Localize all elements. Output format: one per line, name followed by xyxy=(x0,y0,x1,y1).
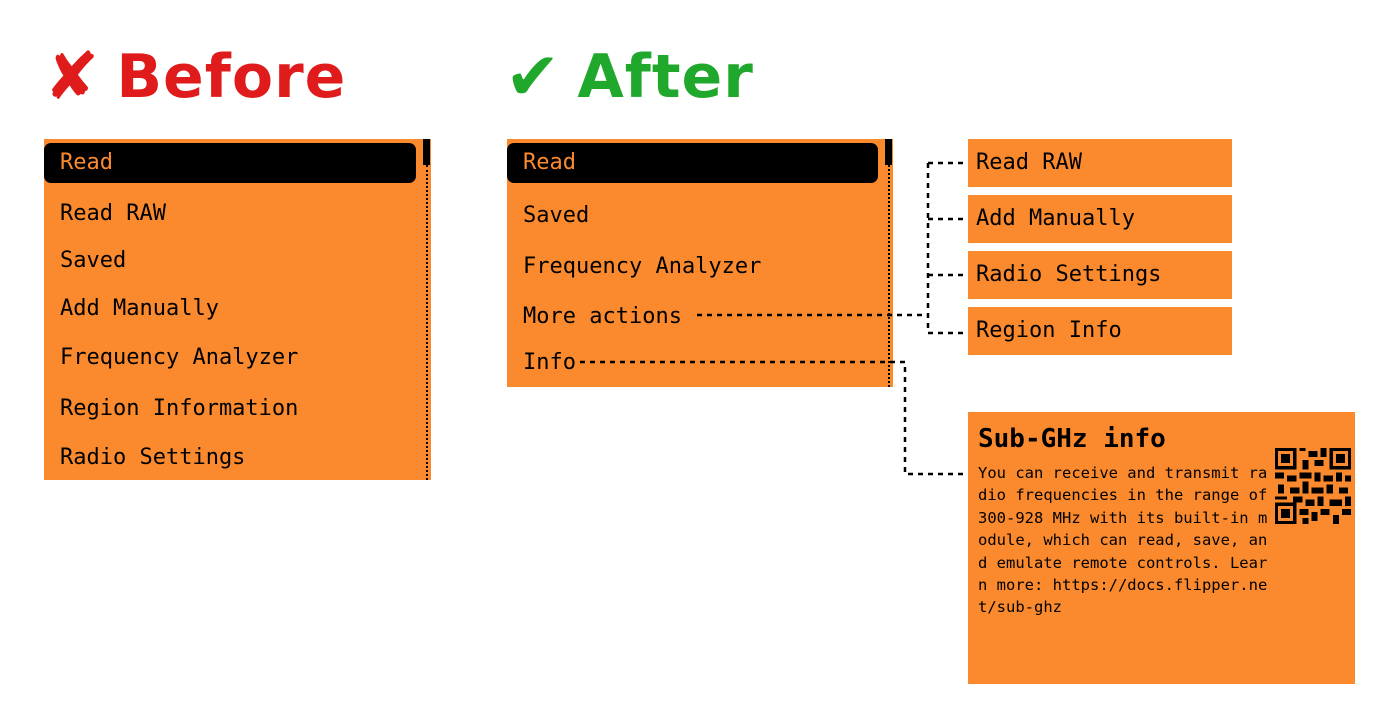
after-menu-item-info[interactable]: Info xyxy=(507,341,576,385)
sub-ghz-info-panel: Sub-GHz info You can receive and transmi… xyxy=(968,412,1355,684)
before-menu-item-frequency-analyzer[interactable]: Frequency Analyzer xyxy=(44,336,298,380)
menu-item-label: Add Manually xyxy=(60,296,219,321)
before-menu-item-read[interactable]: Read xyxy=(44,143,416,183)
info-title: Sub-GHz info xyxy=(978,424,1166,454)
submenu-item-region-info[interactable]: Region Info xyxy=(968,307,1232,355)
before-menu-item-read-raw[interactable]: Read RAW xyxy=(44,192,166,236)
menu-item-label: Read xyxy=(60,150,113,175)
submenu-item-read-raw[interactable]: Read RAW xyxy=(968,139,1232,187)
menu-item-label: Read xyxy=(523,150,576,175)
menu-item-label: Read RAW xyxy=(60,201,166,226)
after-menu-item-saved[interactable]: Saved xyxy=(507,194,589,238)
after-title: After xyxy=(577,42,754,112)
before-menu-item-radio-settings[interactable]: Radio Settings xyxy=(44,436,245,480)
after-heading: ✔ After xyxy=(505,44,754,110)
submenu-item-label: Read RAW xyxy=(976,150,1082,175)
menu-item-label: Frequency Analyzer xyxy=(60,345,299,370)
before-menu-item-region-information[interactable]: Region Information xyxy=(44,387,298,431)
menu-item-label: Saved xyxy=(523,203,590,228)
menu-item-label: More actions xyxy=(523,304,682,329)
before-title: Before xyxy=(116,42,347,112)
before-menu-screen: Read Read RAW Saved Add Manually Frequen… xyxy=(44,139,431,480)
menu-item-label: Saved xyxy=(60,248,127,273)
before-heading: ✘ Before xyxy=(44,44,346,110)
after-menu-item-read[interactable]: Read xyxy=(507,143,878,183)
scrollbar-track[interactable] xyxy=(426,165,428,480)
menu-item-label: Frequency Analyzer xyxy=(523,254,762,279)
after-menu-screen: Read Saved Frequency Analyzer More actio… xyxy=(507,139,893,387)
scrollbar-thumb[interactable] xyxy=(885,139,892,165)
scrollbar-track[interactable] xyxy=(888,165,890,387)
submenu-item-label: Add Manually xyxy=(976,206,1135,231)
after-menu-item-frequency-analyzer[interactable]: Frequency Analyzer xyxy=(507,245,761,289)
submenu-item-add-manually[interactable]: Add Manually xyxy=(968,195,1232,243)
submenu-item-radio-settings[interactable]: Radio Settings xyxy=(968,251,1232,299)
before-menu-item-saved[interactable]: Saved xyxy=(44,239,126,283)
submenu-item-label: Radio Settings xyxy=(976,262,1162,287)
before-menu-item-add-manually[interactable]: Add Manually xyxy=(44,287,219,331)
info-text: You can receive and transmit radio frequ… xyxy=(978,464,1268,617)
menu-item-label: Radio Settings xyxy=(60,445,246,470)
connector-info xyxy=(580,360,966,476)
cross-icon: ✘ xyxy=(44,38,101,115)
submenu-item-label: Region Info xyxy=(976,318,1122,343)
menu-item-label: Region Information xyxy=(60,396,299,421)
after-menu-item-more-actions[interactable]: More actions xyxy=(507,295,682,339)
check-icon: ✔ xyxy=(505,38,562,115)
menu-item-label: Info xyxy=(523,350,576,375)
scrollbar-thumb[interactable] xyxy=(423,139,430,165)
qr-code-icon xyxy=(1275,448,1351,524)
